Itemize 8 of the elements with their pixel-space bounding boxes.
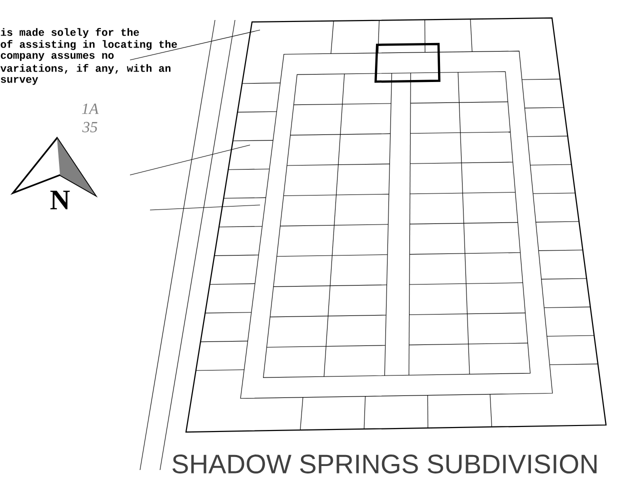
north-label: N (50, 190, 70, 210)
handwritten-note: 1A 35 (82, 104, 99, 132)
disclaimer-text: survey (0, 77, 38, 85)
disclaimer-text: variations, if any, with an (0, 64, 170, 74)
disclaimer-text: of assisting in locating the (0, 40, 177, 50)
title: SHADOW SPRINGS SUBDIVISION (172, 454, 597, 474)
disclaimer-text: company assumes no (0, 53, 114, 61)
disclaimer-text: is made solely for the (0, 28, 139, 38)
